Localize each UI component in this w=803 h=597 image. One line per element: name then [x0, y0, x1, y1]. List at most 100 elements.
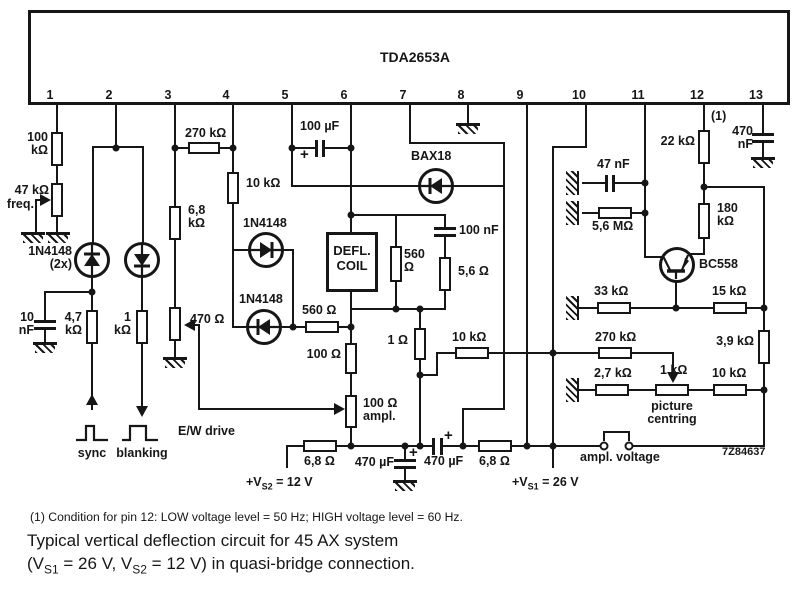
wire [350, 105, 353, 233]
wire [613, 182, 646, 185]
label-r3k9: 3,9 kΩ [716, 334, 754, 348]
ground-icon [393, 480, 417, 491]
capacitor-47nf-plate [612, 175, 615, 192]
wire [703, 105, 706, 131]
diode-1n4148-down-icon [124, 242, 160, 278]
capacitor-10nf-plate [34, 327, 56, 330]
wire [675, 276, 678, 309]
wire [632, 352, 674, 355]
caption-line2: (VS1 = 26 V, VS2 = 12 V) in quasi-bridge… [27, 554, 415, 576]
diode-1n4148-left-icon [246, 309, 282, 345]
wire [44, 291, 47, 321]
resistor-270k-right [598, 347, 632, 359]
label-bax18: BAX18 [411, 149, 452, 163]
deflection-coil-label: DEFL. COIL [333, 243, 371, 273]
resistor-1k-left [136, 310, 148, 344]
switch-contact-icon [624, 441, 634, 451]
junction-dot [523, 442, 531, 450]
vs2-pre: +V [246, 475, 262, 489]
capacitor-470uf-b-plate [432, 438, 435, 455]
wire [453, 185, 505, 188]
label-c47n: 47 nF [597, 157, 630, 171]
wire [552, 445, 555, 468]
resistor-22k [698, 130, 710, 164]
resistor-270k-top [188, 142, 220, 154]
capacitor-100uf-plate [322, 140, 325, 157]
label-blanking: blanking [116, 446, 168, 460]
wire [444, 236, 447, 258]
chassis-icon [566, 296, 579, 320]
label-r4k7: 4,7 kΩ [64, 310, 82, 337]
label-d1: 1N4148 [243, 216, 287, 230]
junction-dot [416, 442, 424, 450]
wire [232, 202, 235, 328]
wire [45, 291, 92, 294]
wire [645, 256, 665, 259]
vs2-post: = 12 V [272, 475, 313, 489]
label-freq: freq. [6, 197, 34, 211]
capacitor-100nf-plate [434, 227, 456, 230]
label-ew-drive: E/W drive [178, 424, 235, 438]
wiper-arrow-icon [40, 194, 51, 206]
ground-icon [21, 232, 45, 243]
wire [404, 445, 407, 459]
wire [323, 147, 351, 150]
label-r6r8-b: 6,8 Ω [479, 454, 510, 468]
label-d2: 1N4148 [239, 292, 283, 306]
ic-title: TDA2653A [379, 49, 451, 65]
resistor-6k8-vert [169, 206, 181, 240]
wiper-arrow-icon [667, 372, 679, 383]
junction-dot [641, 209, 649, 217]
wire [174, 238, 177, 309]
junction-dot [672, 304, 680, 312]
sync-pulse-icon [76, 424, 108, 442]
wire [552, 146, 555, 447]
capacitor-470nf-plate [752, 140, 774, 143]
wire [233, 326, 246, 329]
label-c470u-b: 470 µF [424, 454, 464, 468]
wire [582, 182, 607, 185]
wire [763, 186, 766, 331]
resistor-6r8-b [478, 440, 512, 452]
label-r10k-a: 10 kΩ [246, 176, 281, 190]
label-r33k: 33 kΩ [594, 284, 629, 298]
label-r100k: 100 kΩ [27, 130, 48, 157]
chassis-icon [566, 171, 579, 195]
vs1-post: = 26 V [538, 475, 579, 489]
label-c470u-a: 470 µF [354, 455, 394, 469]
wire [199, 408, 335, 411]
potentiometer-47k-freq [51, 183, 63, 217]
resistor-180k [698, 203, 710, 239]
junction-dot [401, 442, 409, 450]
junction-dot [112, 144, 120, 152]
chassis-icon [566, 378, 579, 402]
junction-dot [416, 305, 424, 313]
wire [56, 105, 59, 133]
wire [174, 105, 177, 208]
wire [56, 165, 59, 185]
wiper-arrow-icon [184, 319, 195, 331]
junction-dot [288, 144, 296, 152]
wire [463, 408, 505, 411]
label-p47k: 47 kΩ [14, 183, 49, 197]
pin-label-11: 11 [631, 88, 645, 102]
pin-label-1: 1 [46, 88, 54, 102]
wire [292, 249, 295, 328]
caption2-pre: (V [27, 554, 44, 573]
label-r5m6: 5,6 MΩ [592, 219, 634, 233]
label-p1k: 1 kΩ [660, 363, 688, 377]
wire [419, 359, 422, 447]
chassis-icon [566, 201, 579, 225]
wire [287, 445, 433, 448]
potentiometer-1k-centring [655, 384, 689, 396]
wire [410, 142, 505, 145]
junction-dot [700, 183, 708, 191]
wire [56, 216, 59, 233]
label-sync: sync [77, 446, 107, 460]
label-c100u: 100 µF [300, 119, 340, 133]
diode-1n4148-up-icon [74, 242, 110, 278]
wire [115, 105, 118, 148]
label-r6k8-v: 6,8 kΩ [188, 203, 206, 230]
diode-1n4148-right-icon [248, 232, 284, 268]
sync-arrow-icon [86, 394, 98, 405]
